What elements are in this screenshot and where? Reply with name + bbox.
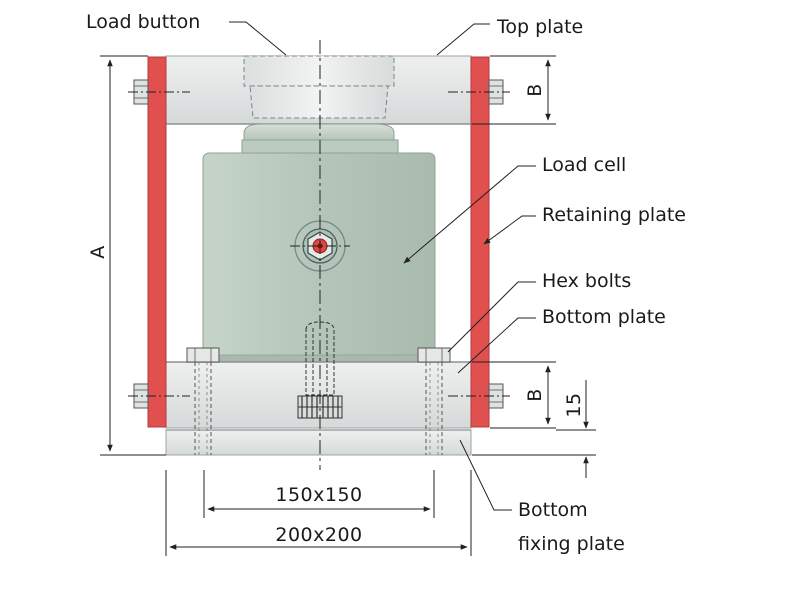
bottom-fixing-plate xyxy=(165,429,472,456)
label-retaining-plate: Retaining plate xyxy=(542,204,686,226)
dimension-b-bottom xyxy=(472,361,556,429)
dimension-200 xyxy=(165,470,472,556)
dimension-a-label: A xyxy=(87,245,109,259)
label-bottom-plate: Bottom plate xyxy=(542,306,666,328)
hex-bolt-left xyxy=(186,347,220,455)
dimension-150-label: 150x150 xyxy=(275,484,362,506)
dimension-b-top-label: B xyxy=(524,83,546,97)
leader-lines xyxy=(229,21,536,511)
dimension-a xyxy=(100,55,166,456)
dimension-b-top xyxy=(472,55,556,125)
dimension-200-label: 200x200 xyxy=(275,524,362,546)
dimension-15 xyxy=(472,380,596,478)
label-load-cell: Load cell xyxy=(542,154,626,176)
label-bottom-fixing-plate-line1: Bottom xyxy=(518,499,588,521)
label-top-plate: Top plate xyxy=(496,16,583,38)
load-button xyxy=(243,55,395,119)
dimension-b-bottom-label: B xyxy=(524,388,546,402)
dimension-150 xyxy=(203,470,435,518)
center-mounting-bolt xyxy=(297,321,343,419)
label-hex-bolts: Hex bolts xyxy=(542,270,631,292)
label-bottom-fixing-plate-line2: fixing plate xyxy=(518,533,625,555)
retaining-plate-left xyxy=(147,56,167,428)
label-load-button: Load button xyxy=(86,11,200,33)
hex-bolt-right xyxy=(417,347,451,455)
side-bolts xyxy=(128,79,510,409)
dimension-15-label: 15 xyxy=(563,392,585,417)
